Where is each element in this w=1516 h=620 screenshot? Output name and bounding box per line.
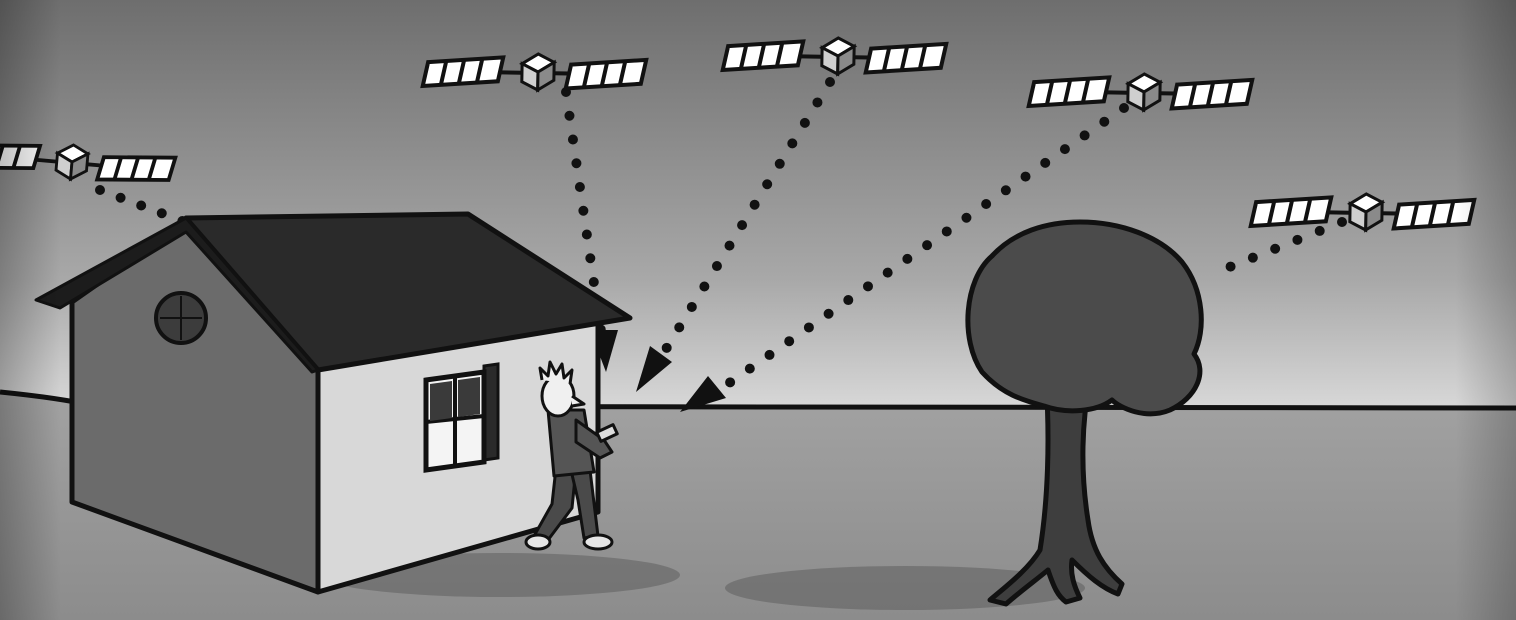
gps-signal-illustration [0, 0, 1516, 620]
page-edge-shading [0, 0, 1516, 620]
